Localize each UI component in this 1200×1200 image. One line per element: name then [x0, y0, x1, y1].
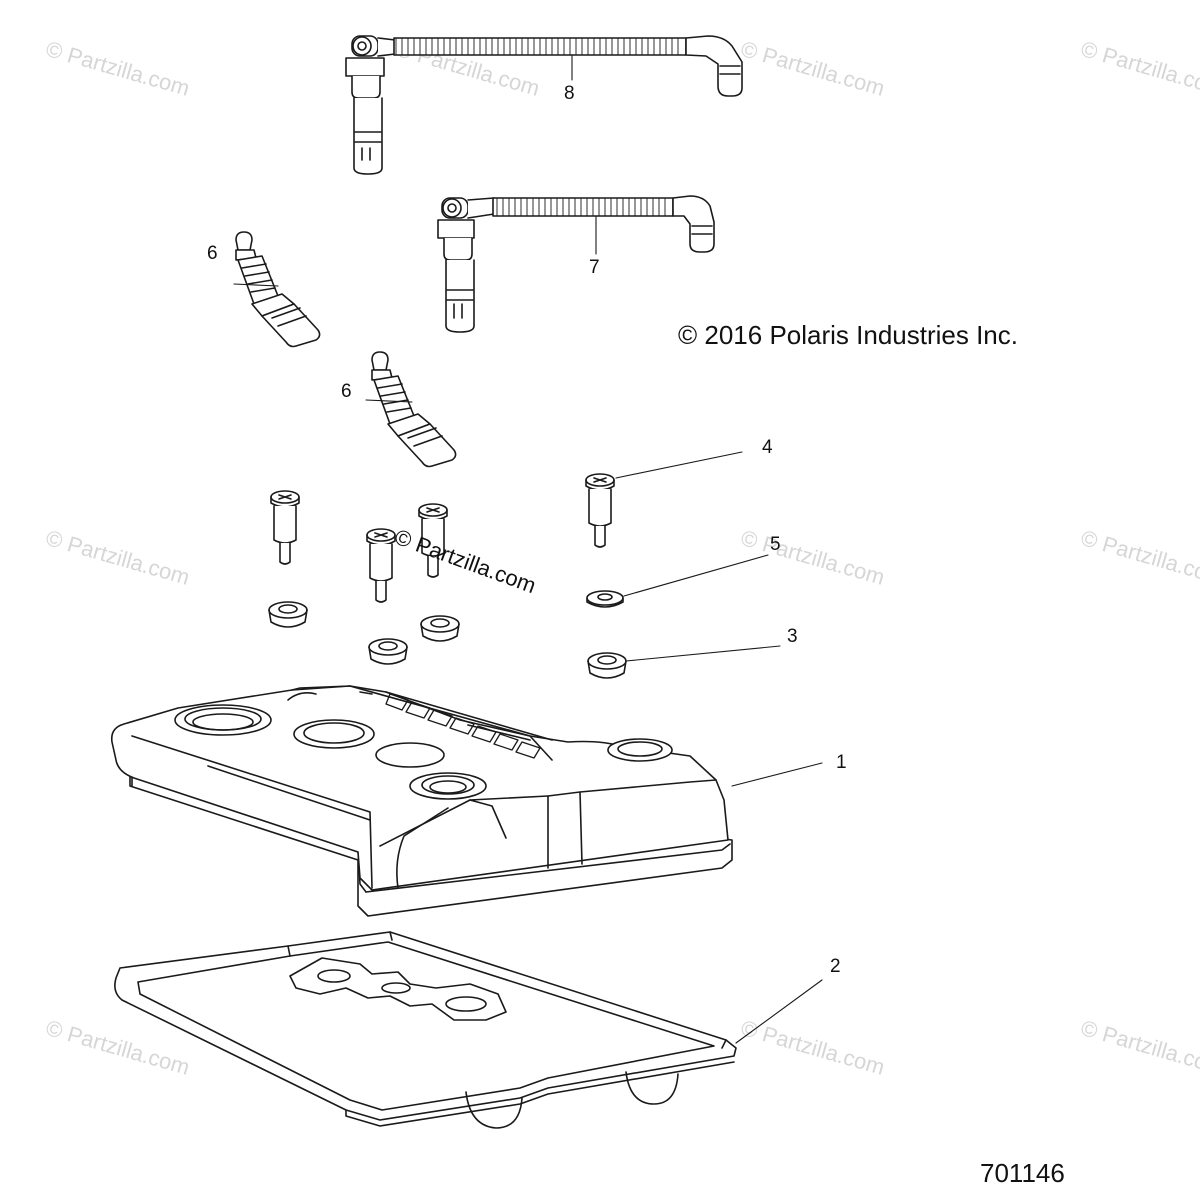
callout-5: 5 — [770, 534, 781, 555]
callout-4: 4 — [762, 437, 773, 458]
brand-logo-lettering — [385, 693, 541, 759]
leader-line-6-upper — [233, 283, 279, 287]
leader-lines — [233, 54, 823, 1044]
leader-line-2 — [735, 979, 823, 1044]
valve-cover — [110, 685, 733, 917]
copyright-notice: © 2016 Polaris Industries Inc. — [678, 320, 1018, 350]
grommet-center-left — [368, 638, 408, 665]
bolt-center-left — [366, 528, 396, 603]
callout-2: 2 — [830, 956, 841, 977]
leader-line-3 — [625, 645, 781, 662]
spark-plug-lower — [371, 351, 457, 468]
callout-7: 7 — [589, 257, 600, 278]
bolt-center-right — [418, 503, 448, 578]
grommet-left — [268, 601, 308, 628]
figure-number: 701146 — [980, 1158, 1065, 1188]
bolt-right — [585, 473, 615, 548]
callout-3: 3 — [787, 626, 798, 647]
leader-line-5 — [623, 554, 769, 597]
valve-cover-gasket — [114, 931, 737, 1129]
grommet-right — [587, 652, 627, 679]
spark-plug-upper — [235, 231, 321, 348]
leader-line-4 — [615, 451, 743, 479]
ignition-coil-lead-short — [437, 195, 715, 333]
callout-6-lower: 6 — [341, 381, 352, 402]
leader-line-6-lower — [365, 399, 413, 403]
grommet-center-right — [420, 615, 460, 642]
ignition-coil-lead-long — [345, 35, 743, 175]
bolt-left — [270, 490, 300, 565]
callout-6-upper: 6 — [207, 243, 218, 264]
callout-1: 1 — [836, 752, 847, 773]
washer — [586, 590, 624, 608]
leader-line-1 — [731, 762, 823, 787]
callout-8: 8 — [564, 83, 575, 104]
